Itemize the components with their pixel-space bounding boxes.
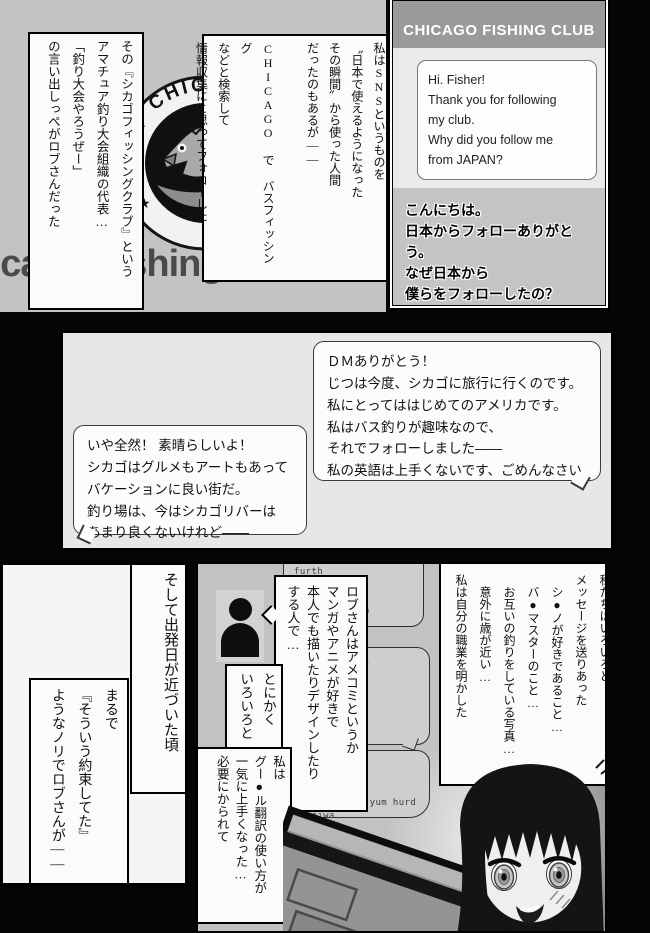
eye-left [487, 858, 522, 891]
chat-body-lower: こんにちは。 日本からフォローありがとう。 なぜ日本から 僕らをフォローしたの？ [393, 188, 605, 305]
caption-rob-profile: ロブさんはアメコミというか マンガやアニメが好きで 本人でも描いたりデザインした… [274, 575, 368, 812]
avatar-body [221, 623, 259, 657]
chat-window: CHICAGO FISHING CLUB Hi. Fisher! Thank y… [388, 0, 610, 310]
collar-right [551, 924, 561, 931]
blush-marks [549, 890, 571, 909]
caption-messages-exchanged: 私たちはいろいろと メッセージを送りあった シ●ノが好きであること… バ●マスタ… [439, 564, 605, 786]
eye-right [542, 856, 577, 889]
caption-sns: 私はSNSというものを 〝日本で使えるようになった その瞬間〟から使った人間 だ… [195, 34, 386, 282]
hair-bangs [476, 774, 586, 862]
avatar-head [229, 598, 252, 621]
caption-anyway: とにかく いろいろと [225, 664, 283, 762]
mouth [516, 904, 544, 924]
user-avatar-icon [216, 590, 264, 662]
collar-left [504, 926, 512, 931]
panel-dm-conversation: ＤＭありがとう！ じつは今度、シカゴに旅行に行くのです。 私にとってははじめての… [60, 330, 614, 551]
caption-translate-skill: 私は グー●ル翻訳の使い方が 一気に上手くなった… 必要にかられて [198, 747, 292, 924]
hair-side-right [573, 820, 598, 931]
caption-rob-intro: その『シカゴフィッシングクラブ』という アマチュア釣り大会組織の代表… 「釣り大… [28, 32, 144, 310]
speech-bubble-protagonist: ＤＭありがとう！ じつは今度、シカゴに旅行に行くのです。 私にとってははじめての… [313, 341, 601, 481]
girl-character [457, 759, 605, 931]
chat-window-frame: CHICAGO FISHING CLUB Hi. Fisher! Thank y… [392, 0, 606, 306]
hair-side-left [466, 818, 493, 931]
caption-promise: まるで 『そういう約束してた』 ようなノリでロブさんが—— [29, 678, 129, 883]
panel-messaging: prem m nonun up o qu im m nahr wegur fur… [196, 562, 607, 933]
motion-accent [595, 759, 605, 775]
caption-departure: そして出発日が近づいた頃 [130, 565, 185, 794]
chat-message-english: Hi. Fisher! Thank you for following my c… [417, 60, 597, 180]
chat-header: CHICAGO FISHING CLUB [393, 1, 605, 48]
panel-departure: そして出発日が近づいた頃 まるで 『そういう約束してた』 ようなノリでロブさんが… [0, 562, 188, 886]
chat-message-japanese-translation: こんにちは。 日本からフォローありがとう。 なぜ日本から 僕らをフォローしたの？ [405, 202, 573, 302]
chat-body: Hi. Fisher! Thank you for following my c… [393, 48, 605, 188]
speech-bubble-rob: いや全然！ 素晴らしいよ！ シカゴはグルメもアートもあって バケーションに良い街… [73, 425, 307, 540]
panel-intro: Chicago Fishing Club CHICAGO FISHING ★★ … [0, 0, 386, 312]
